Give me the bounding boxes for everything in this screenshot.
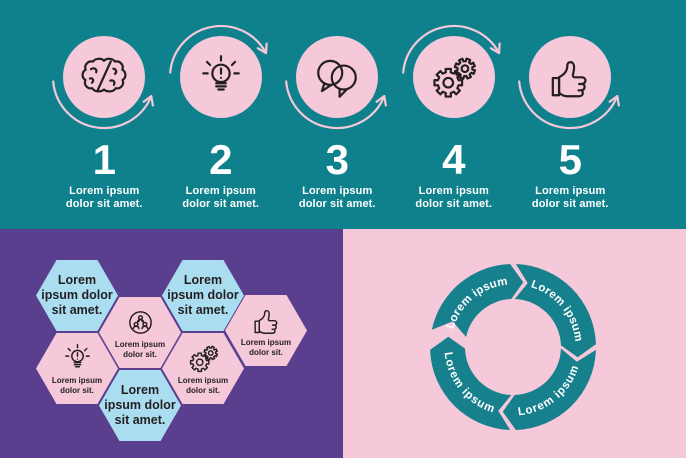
cycle-arrow-icon	[401, 24, 501, 74]
cycle-arrow-icon	[285, 80, 388, 130]
gears-icon	[187, 342, 220, 375]
process-step-4: 4 Lorem ipsum dolor sit amet.	[396, 0, 513, 229]
process-step-5: 5 Lorem ipsum dolor sit amet.	[512, 0, 629, 229]
step-circle	[179, 36, 262, 118]
step-circle	[63, 36, 146, 118]
step-circle	[412, 36, 495, 118]
step-number: 4	[442, 136, 466, 183]
hexagon-text: Lorem ipsum dolor sit amet.	[36, 260, 118, 331]
hexagon-label: Lorem ipsum dolor sit.	[51, 376, 103, 395]
step-circle-area	[48, 21, 160, 133]
step-circle-area	[398, 21, 510, 133]
process-step-2: 2 Lorem ipsum dolor sit amet.	[163, 0, 280, 229]
hexagon-lightbulb: Lorem ipsum dolor sit.	[36, 333, 118, 404]
step-caption: Lorem ipsum dolor sit amet.	[298, 185, 376, 210]
thumbs-up-icon	[545, 52, 595, 102]
hexagon-label: Lorem ipsum dolor sit amet.	[41, 273, 113, 317]
step-circle	[296, 36, 379, 118]
hexagon-people: Lorem ipsum dolor sit.	[99, 297, 181, 368]
hexagon-label: Lorem ipsum dolor sit.	[177, 376, 229, 395]
hexagon-label: Lorem ipsum dolor sit amet.	[104, 383, 176, 427]
step-caption: Lorem ipsum dolor sit amet.	[182, 185, 260, 210]
step-circle-area	[281, 21, 393, 133]
gears-icon	[429, 52, 479, 102]
step-number: 3	[325, 136, 349, 183]
step-caption: Lorem ipsum dolor sit amet.	[531, 185, 609, 210]
lightbulb-icon	[196, 52, 246, 102]
hexagon-label: Lorem ipsum dolor sit.	[240, 338, 292, 357]
ring-segment-top: Lorem ipsum	[431, 264, 524, 338]
hexagon-label: Lorem ipsum dolor sit amet.	[167, 273, 239, 317]
lightbulb-icon	[61, 342, 94, 375]
step-number: 5	[558, 136, 582, 183]
brain-icon	[79, 52, 129, 102]
cycle-arrow-icon	[168, 24, 268, 74]
ring-segment-bottom: Lorem ipsum	[502, 348, 596, 430]
people-network-icon	[124, 306, 157, 339]
step-caption: Lorem ipsum dolor sit amet.	[415, 185, 493, 210]
step-circle	[529, 36, 612, 118]
ring-segment-left: Lorem ipsum	[430, 336, 512, 430]
step-number: 1	[92, 136, 116, 183]
hexagon-text: Lorem ipsum dolor sit amet.	[99, 370, 181, 441]
ring-segment-right: Lorem ipsum	[514, 264, 596, 358]
thumbs-up-icon	[250, 304, 283, 337]
step-circle-area	[165, 21, 277, 133]
process-step-3: 3 Lorem ipsum dolor sit amet.	[279, 0, 396, 229]
hexagon-text: Lorem ipsum dolor sit amet.	[162, 260, 244, 331]
process-steps-section: 1 Lorem ipsum dolor sit amet. 2 Lorem ip…	[0, 0, 686, 229]
step-number: 2	[209, 136, 233, 183]
cycle-arrow-icon	[518, 80, 621, 130]
hexagon-label: Lorem ipsum dolor sit.	[114, 340, 166, 359]
step-caption: Lorem ipsum dolor sit amet.	[65, 185, 143, 210]
process-step-1: 1 Lorem ipsum dolor sit amet.	[46, 0, 163, 229]
honeycomb-section: Lorem ipsum dolor sit amet. Lorem ipsum …	[0, 229, 343, 458]
speech-bubbles-icon	[312, 52, 362, 102]
step-circle-area	[514, 21, 626, 133]
hexagon-gears: Lorem ipsum dolor sit.	[162, 333, 244, 404]
cycle-arrow-icon	[52, 80, 155, 130]
